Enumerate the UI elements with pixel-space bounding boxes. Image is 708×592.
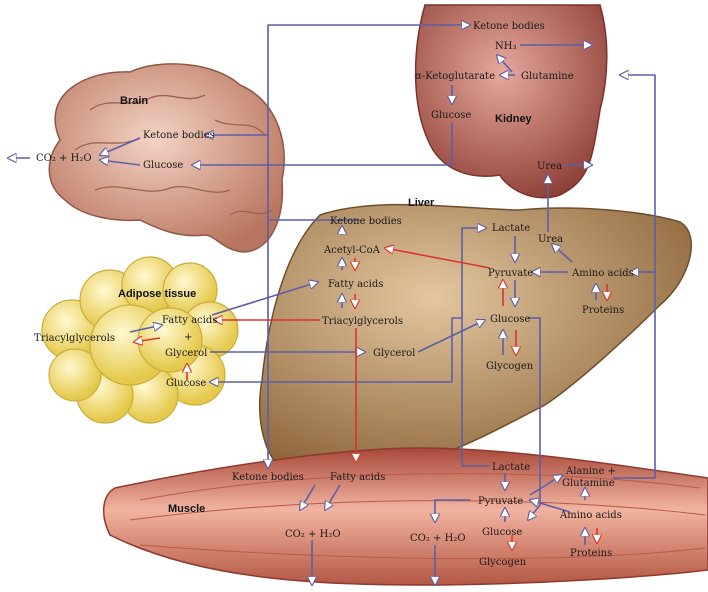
adipose-fatty-acids: Fatty acids [162, 315, 217, 326]
liver-urea: Urea [538, 234, 563, 245]
brain-title: Brain [120, 95, 148, 107]
muscle-ketone-bodies: Ketone bodies [232, 472, 304, 483]
muscle-lactate: Lactate [492, 462, 530, 473]
kidney-ketone-bodies: Ketone bodies [473, 21, 545, 32]
muscle-co2-h2o-left: CO₂ + H₂O [285, 529, 341, 540]
brain-co2-h2o: CO₂ + H₂O [36, 153, 92, 164]
adipose-triacylglycerols: Triacylglycerols [34, 333, 115, 344]
adipose-glucose: Glucose [166, 378, 206, 389]
brain-ketone-bodies: Ketone bodies [143, 130, 215, 141]
liver-glycogen: Glycogen [486, 361, 534, 372]
liver-title: Liver [408, 197, 435, 209]
kidney-nh3: NH₃ [495, 41, 516, 52]
muscle-fatty-acids: Fatty acids [330, 472, 385, 483]
muscle-pyruvate: Pyruvate [478, 496, 523, 507]
brain-organ [48, 63, 285, 253]
liver-organ [259, 203, 693, 471]
kidney-alpha-ketoglutarate: α-Ketoglutarate [415, 71, 495, 82]
liver-pyruvate: Pyruvate [488, 268, 533, 279]
local-arrows [100, 55, 596, 585]
liver-glycerol: Glycerol [373, 348, 415, 359]
muscle-glycogen: Glycogen [479, 557, 527, 568]
muscle-alanine: Alanine + [565, 466, 616, 477]
liver-proteins: Proteins [582, 305, 624, 316]
adipose-glycerol: Glycerol [165, 348, 207, 359]
circulation-lines [8, 25, 656, 520]
liver-fatty-acids: Fatty acids [328, 279, 383, 290]
liver-ketone-bodies: Ketone bodies [330, 216, 402, 227]
kidney-organ [414, 4, 608, 199]
brain-glucose: Glucose [143, 160, 183, 171]
liver-acetyl-coa: Acetyl-CoA [323, 245, 381, 256]
muscle-proteins: Proteins [570, 548, 612, 559]
muscle-co2-h2o-right: CO₂ + H₂O [410, 533, 466, 544]
liver-glucose: Glucose [490, 314, 530, 325]
kidney-glutamine: Glutamine [521, 71, 574, 82]
kidney-title: Kidney [495, 113, 533, 125]
kidney-urea: Urea [537, 161, 562, 172]
kidney-glucose: Glucose [431, 110, 471, 121]
muscle-title: Muscle [168, 503, 205, 515]
adipose-title: Adipose tissue [118, 288, 196, 300]
liver-amino-acids: Amino acids [571, 268, 634, 279]
muscle-glutamine: Glutamine [562, 478, 615, 489]
muscle-amino-acids: Amino acids [559, 510, 622, 521]
muscle-fibers [129, 473, 706, 560]
muscle-glucose: Glucose [482, 527, 522, 538]
adipose-organ [41, 256, 239, 424]
adipose-plus: + [184, 332, 192, 343]
liver-lactate: Lactate [492, 223, 530, 234]
liver-triacylglycerols: Triacylglycerols [322, 316, 403, 327]
reverse-arrows [134, 248, 607, 550]
